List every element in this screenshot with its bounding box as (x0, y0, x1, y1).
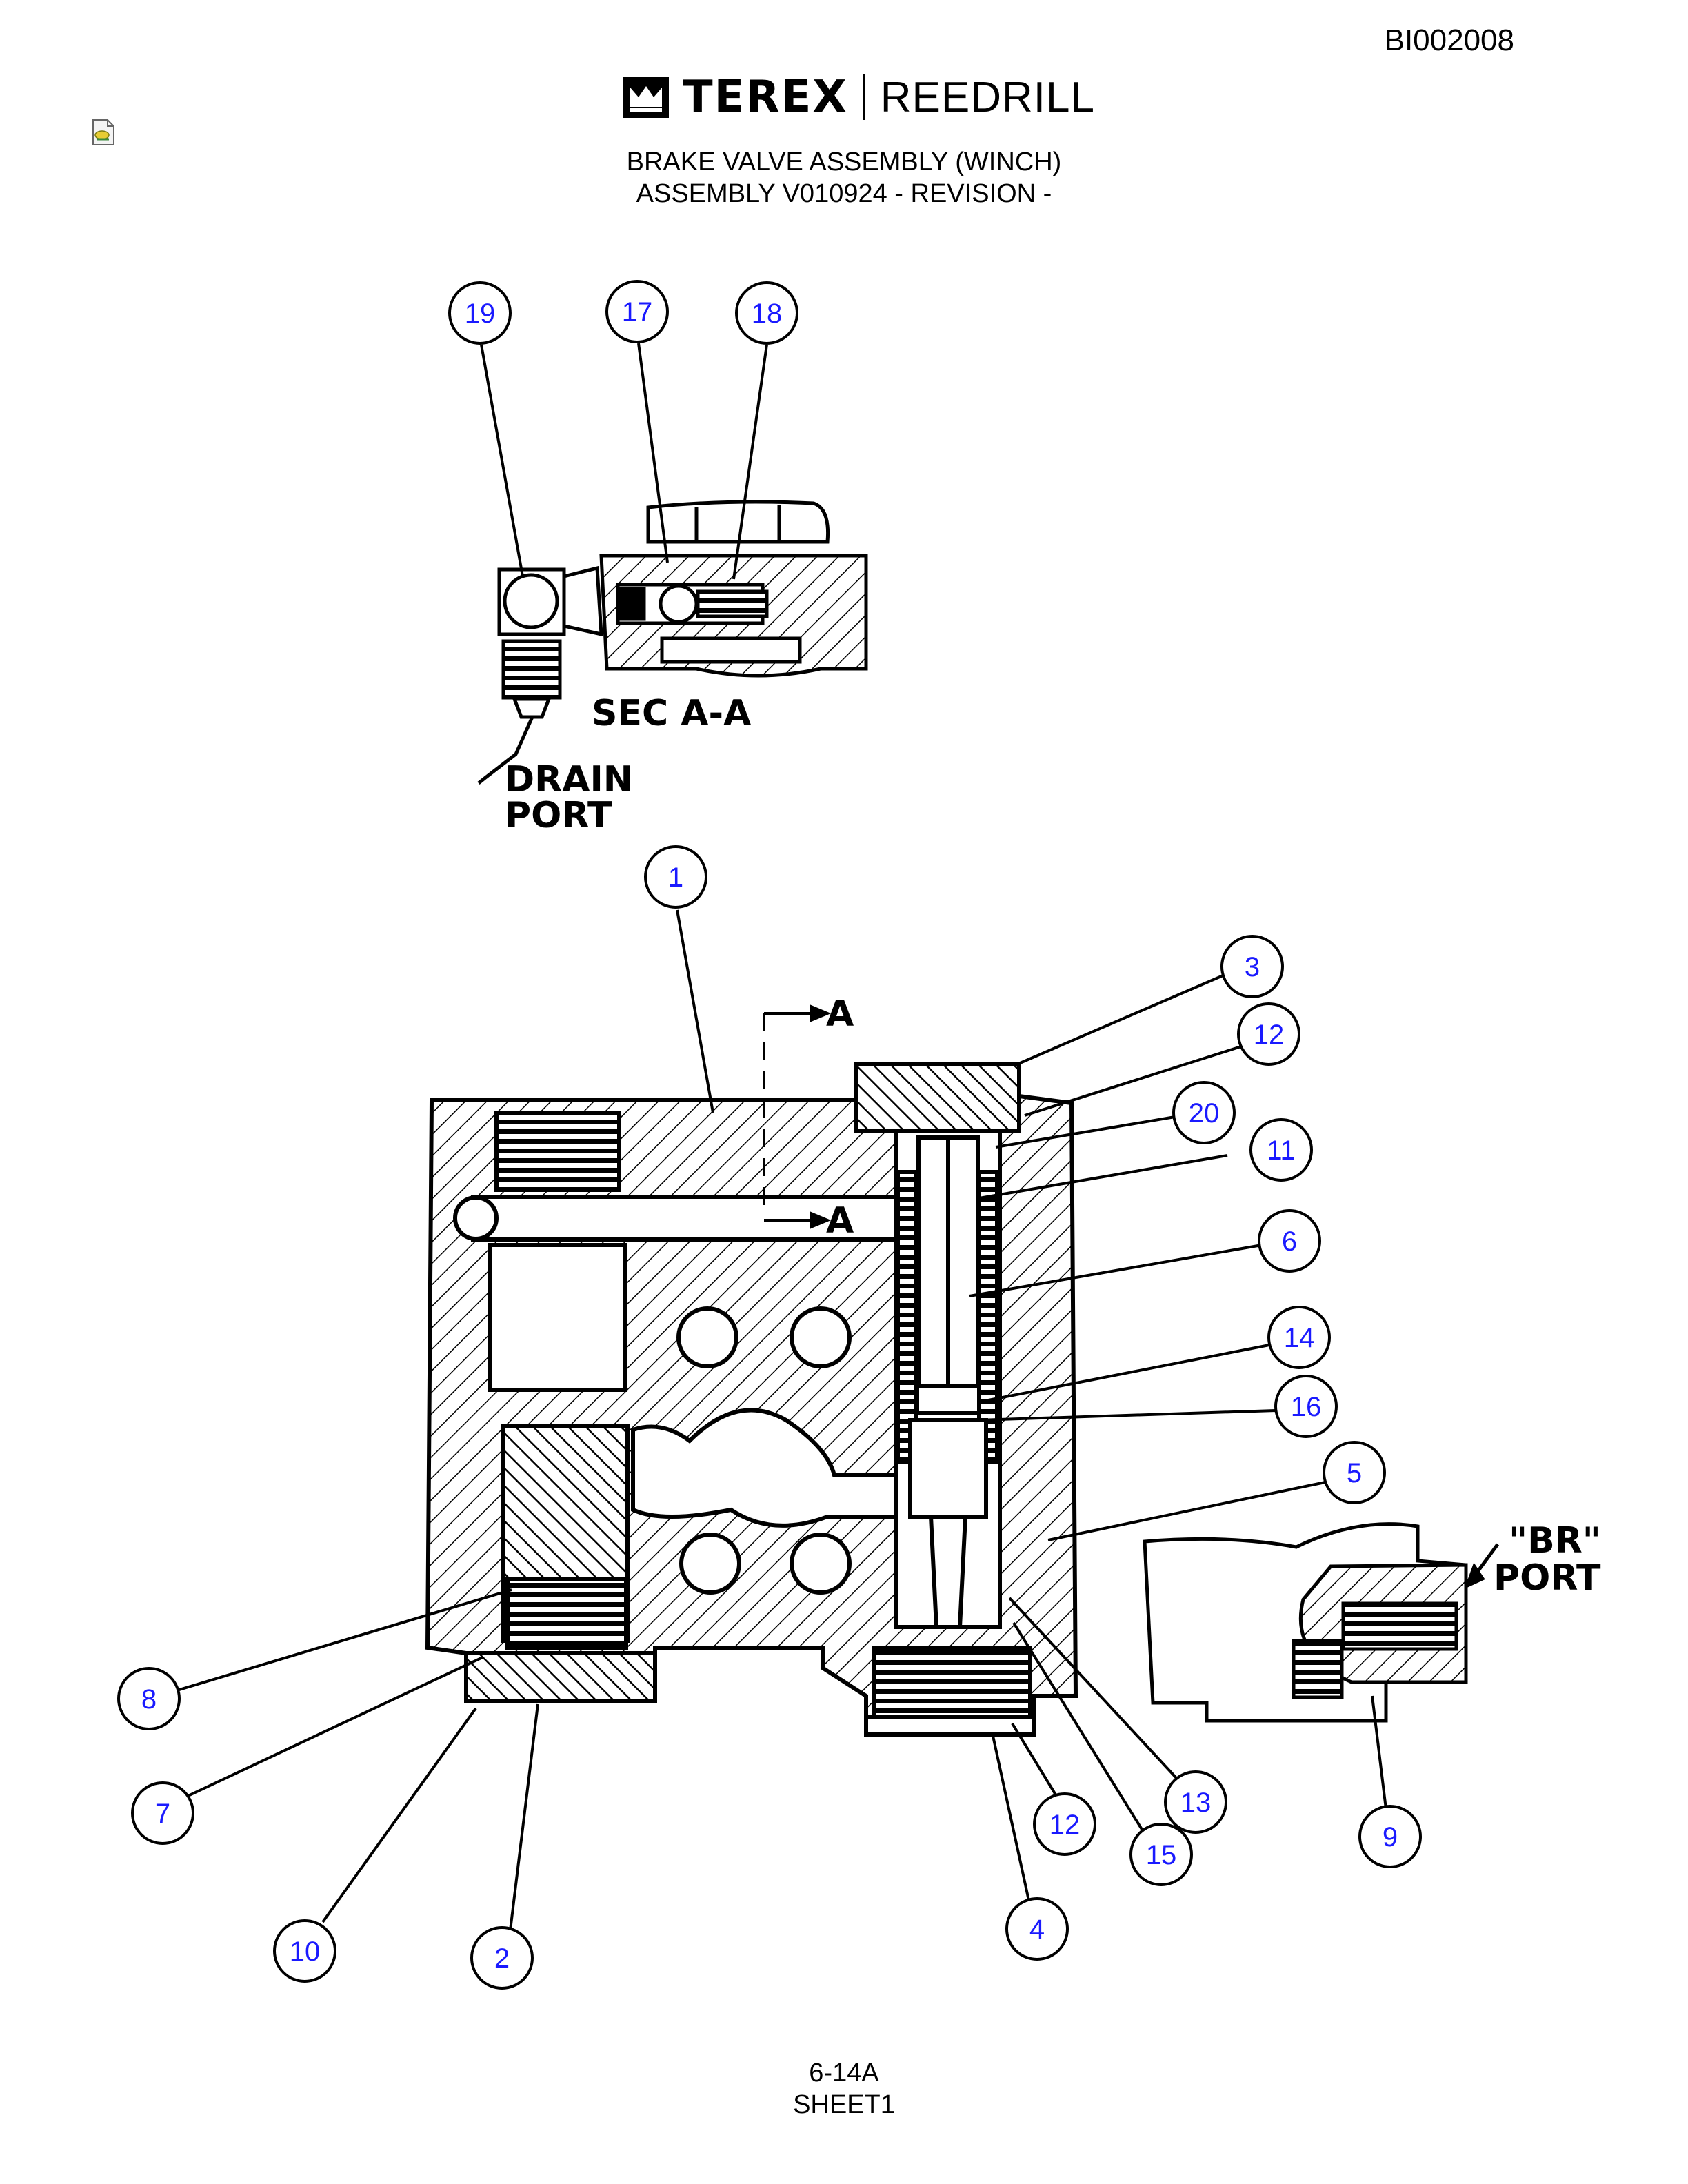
svg-text:17: 17 (622, 297, 653, 327)
callout-19[interactable]: 19 (448, 281, 512, 345)
page-number: 6-14A (809, 2059, 879, 2087)
callout-18[interactable]: 18 (735, 281, 798, 345)
section-a-a-view (477, 500, 868, 785)
callout-4[interactable]: 4 (1005, 1897, 1069, 1961)
callout-8[interactable]: 8 (117, 1667, 181, 1730)
svg-text:10: 10 (290, 1937, 321, 1967)
section-marker-top-label: A (826, 993, 854, 1035)
section-a-a-label: SEC A-A (592, 693, 751, 734)
drawing-title: BRAKE VALVE ASSEMBLY (WINCH) (626, 148, 1062, 176)
svg-text:13: 13 (1180, 1788, 1212, 1818)
drain-port-label-line2: PORT (505, 795, 612, 836)
callout-17[interactable]: 17 (605, 280, 669, 343)
svg-text:18: 18 (752, 299, 783, 329)
svg-text:4: 4 (1029, 1914, 1045, 1945)
svg-text:3: 3 (1245, 952, 1260, 982)
callout-1[interactable]: 1 (644, 845, 707, 909)
callout-7[interactable]: 7 (131, 1781, 194, 1845)
svg-text:6: 6 (1282, 1226, 1297, 1257)
svg-text:1: 1 (668, 862, 683, 893)
svg-text:12: 12 (1049, 1810, 1081, 1840)
svg-text:11: 11 (1267, 1135, 1296, 1166)
callout-20[interactable]: 20 (1172, 1081, 1236, 1144)
callout-5[interactable]: 5 (1323, 1441, 1386, 1504)
callout-11[interactable]: 11 (1249, 1118, 1313, 1182)
logo-terex-text: TEREX (683, 72, 848, 123)
br-port-view (1143, 1522, 1500, 1723)
callout-14[interactable]: 14 (1267, 1306, 1331, 1369)
main-valve-body (425, 1062, 1078, 1737)
terex-crown-icon (623, 77, 669, 118)
section-marker-bottom-label: A (826, 1200, 854, 1242)
br-port-label-line1: "BR" (1509, 1520, 1601, 1561)
svg-text:20: 20 (1189, 1098, 1220, 1129)
callout-bubbles: 19 17 18 1 3 12 20 11 (117, 280, 1422, 1990)
br-port-label-line2: PORT (1494, 1557, 1601, 1599)
callout-12-top[interactable]: 12 (1237, 1002, 1300, 1066)
brand-logo: TEREX REEDRILL (623, 72, 1095, 123)
leader-lines (172, 343, 1387, 1931)
callout-10[interactable]: 10 (273, 1919, 336, 1983)
svg-text:7: 7 (155, 1799, 170, 1829)
logo-divider (863, 74, 865, 120)
svg-text:15: 15 (1146, 1840, 1177, 1870)
drawing-subtitle: ASSEMBLY V010924 - REVISION - (636, 179, 1052, 208)
section-marker (763, 1004, 832, 1229)
svg-text:14: 14 (1284, 1323, 1315, 1353)
callout-13[interactable]: 13 (1164, 1770, 1227, 1834)
callout-6[interactable]: 6 (1258, 1209, 1321, 1273)
svg-text:5: 5 (1347, 1458, 1362, 1488)
svg-text:8: 8 (141, 1684, 157, 1715)
document-id: BI002008 (1384, 23, 1514, 57)
svg-text:19: 19 (465, 299, 496, 329)
drain-port-label-line1: DRAIN (505, 759, 633, 800)
callout-12-bottom[interactable]: 12 (1033, 1792, 1096, 1856)
svg-text:9: 9 (1383, 1822, 1398, 1852)
sheet-number: SHEET1 (793, 2090, 895, 2119)
callout-9[interactable]: 9 (1358, 1805, 1422, 1868)
svg-text:2: 2 (494, 1943, 510, 1974)
callout-2[interactable]: 2 (470, 1926, 534, 1990)
logo-reedrill-text: REEDRILL (880, 73, 1095, 121)
document-attachment-icon[interactable] (91, 119, 116, 150)
callout-16[interactable]: 16 (1274, 1375, 1338, 1438)
svg-text:16: 16 (1291, 1392, 1322, 1422)
callout-3[interactable]: 3 (1220, 935, 1284, 998)
svg-text:12: 12 (1254, 1020, 1285, 1050)
callout-15[interactable]: 15 (1129, 1823, 1193, 1886)
